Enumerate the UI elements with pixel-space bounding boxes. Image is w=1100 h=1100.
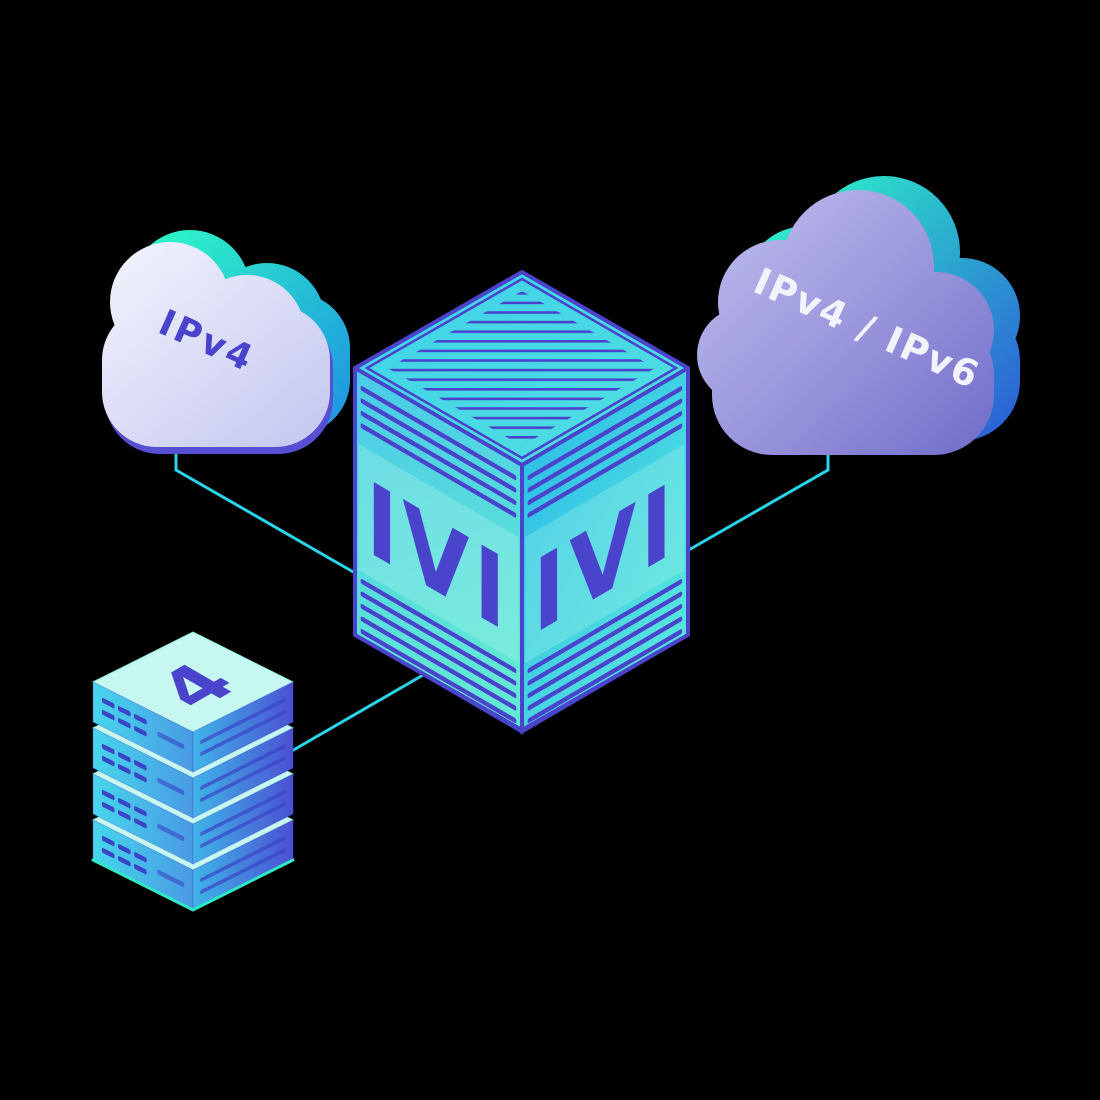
server-unit [91,631,295,773]
left-cloud: IPv4 [102,230,350,454]
server-stack: 4 [91,631,295,912]
translator-cube: IVI IVI [353,270,690,735]
cube-outline [353,270,690,732]
cube-top-inner-border [364,277,679,460]
server-stack-base-glow [91,858,295,912]
cube-left-face: IVI [353,365,524,735]
right-cloud: IPv4 / IPv6 [697,176,1020,455]
connector-server-stack [289,669,431,754]
cube-top-stripes [388,291,655,446]
left-cloud-body [102,242,330,447]
right-cloud-body [697,190,994,455]
